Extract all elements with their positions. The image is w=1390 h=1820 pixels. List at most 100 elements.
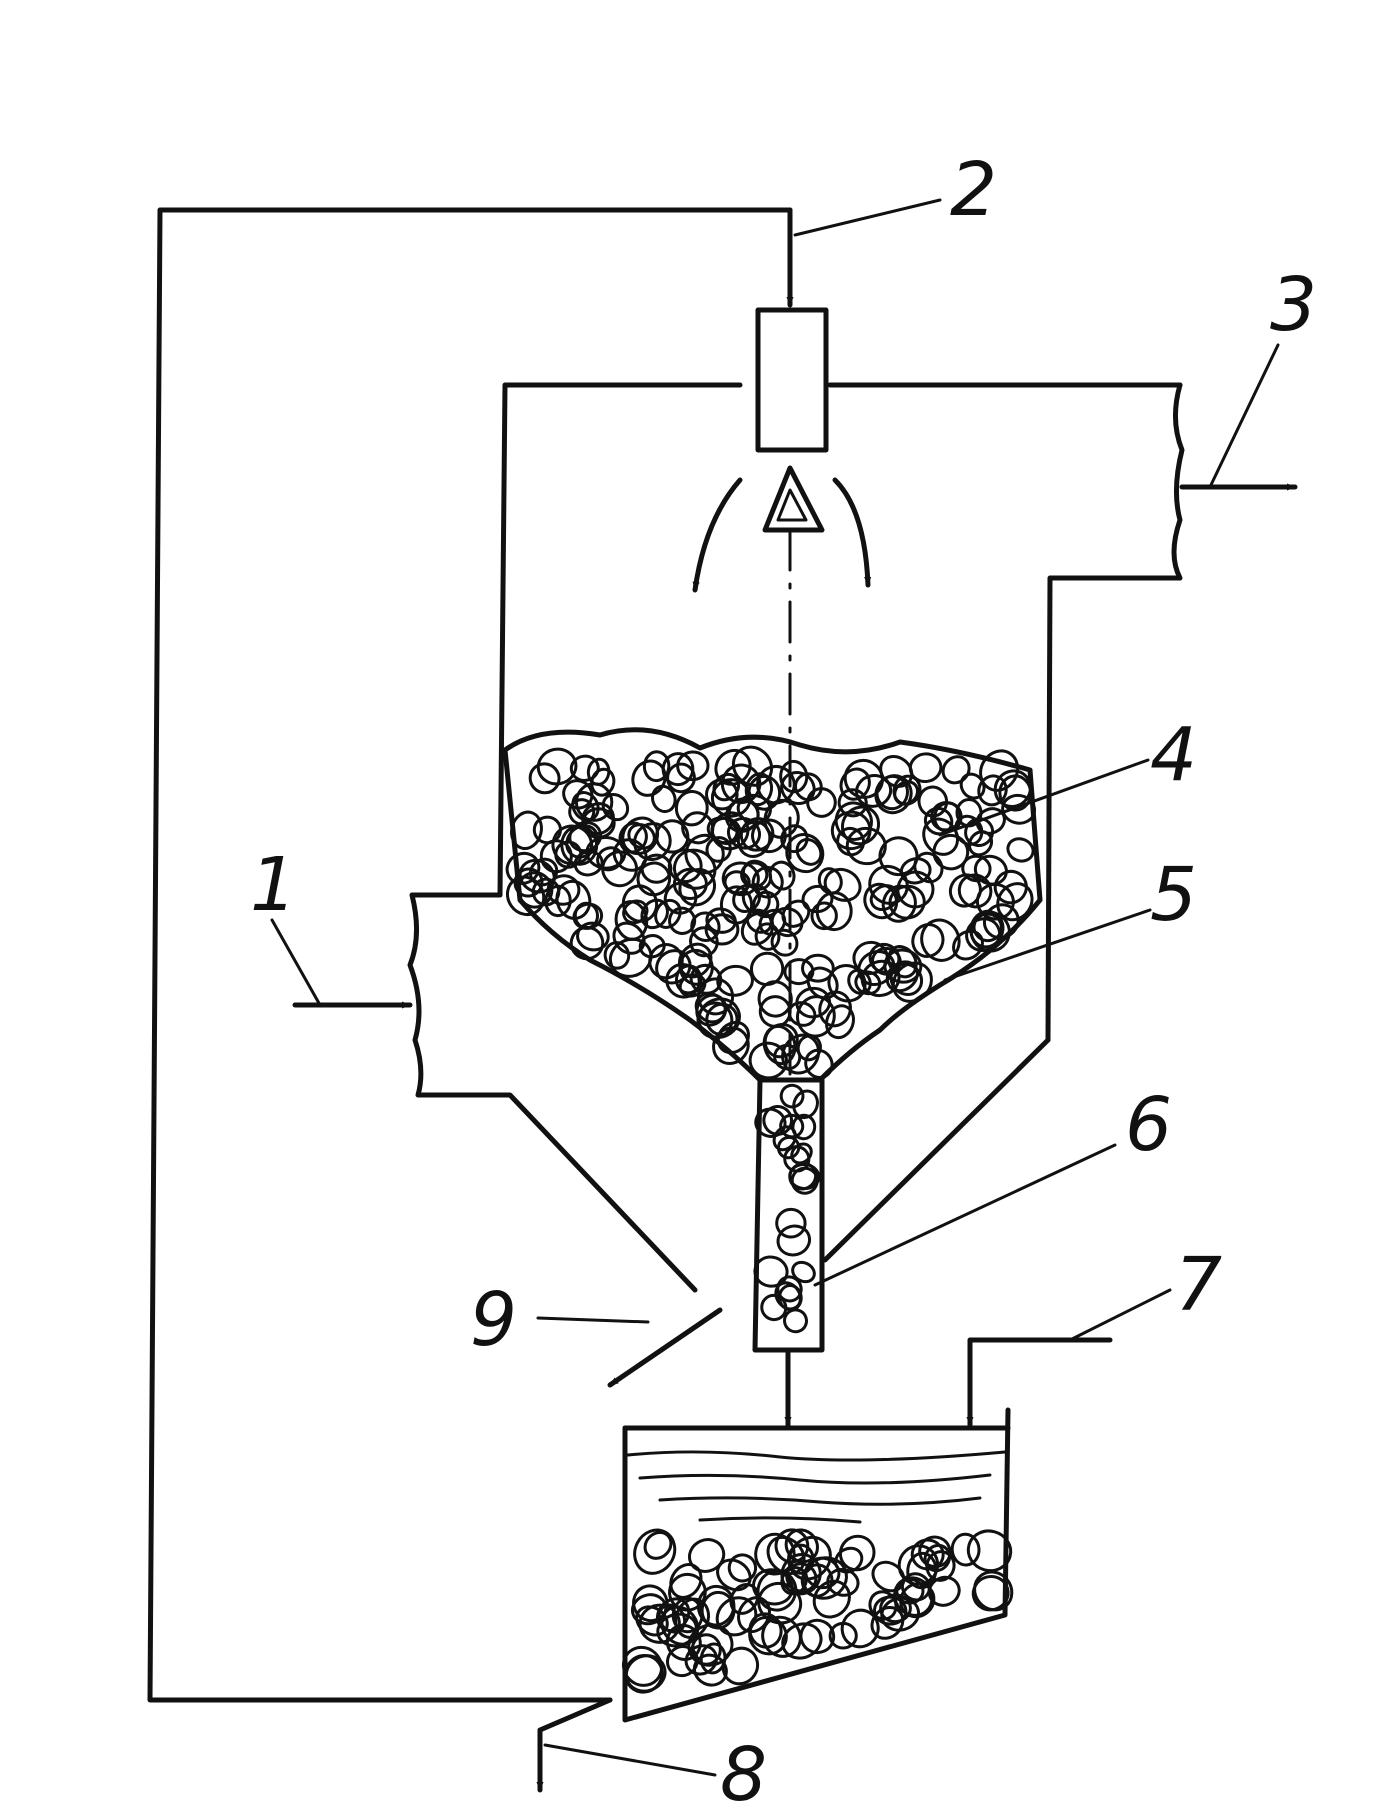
particle <box>961 854 992 883</box>
spray-flow-left <box>692 477 743 593</box>
particle <box>633 822 672 862</box>
inlet-duct <box>407 892 698 1293</box>
particle <box>910 1538 945 1571</box>
particle <box>948 873 982 908</box>
particle <box>1001 793 1037 825</box>
particle <box>672 867 708 901</box>
particle <box>581 802 615 836</box>
particle <box>868 864 909 905</box>
particle <box>959 772 986 800</box>
particle <box>689 963 723 995</box>
particle <box>712 1026 750 1065</box>
particle <box>780 1553 822 1596</box>
particle <box>660 1605 700 1646</box>
particle <box>697 997 741 1039</box>
particle <box>621 1645 664 1687</box>
particle <box>964 817 995 847</box>
particle <box>922 817 960 856</box>
liquid-wave-2 <box>658 1496 982 1506</box>
particle <box>969 909 1005 949</box>
particle <box>654 898 682 929</box>
particle <box>810 901 838 931</box>
particle <box>655 819 690 854</box>
particle <box>775 1207 807 1239</box>
particle <box>780 771 816 805</box>
particle <box>684 1644 718 1676</box>
particle <box>562 779 594 810</box>
bath-vessel <box>622 1407 1011 1723</box>
particle <box>779 1113 805 1139</box>
spray-cone-inner <box>776 488 808 522</box>
particle <box>621 884 659 923</box>
particle <box>741 859 773 891</box>
particle <box>774 1281 802 1311</box>
particle <box>655 1597 691 1632</box>
particle <box>941 755 971 785</box>
particle <box>1006 837 1035 863</box>
particle <box>973 854 1008 886</box>
leader-3 <box>1208 343 1280 489</box>
particle <box>757 1581 803 1625</box>
particle <box>823 867 862 902</box>
granule-bed-particles <box>505 745 1037 1080</box>
particle <box>891 961 933 1003</box>
particle <box>788 1161 818 1191</box>
particle <box>840 1608 880 1649</box>
outlet-8-line <box>536 1697 613 1793</box>
chamber-cone-right <box>822 1037 1051 1263</box>
particle <box>674 790 709 827</box>
particle <box>950 1532 981 1567</box>
particle <box>763 798 800 839</box>
liquid-wave-1 <box>638 1473 992 1485</box>
particle <box>762 1105 794 1136</box>
particle <box>815 891 853 932</box>
liquid-wave-3 <box>698 1516 862 1524</box>
particle <box>785 833 825 874</box>
particle <box>791 1113 817 1141</box>
particle <box>699 1642 727 1675</box>
particle <box>973 1570 1014 1612</box>
particle <box>852 940 889 975</box>
leader-7 <box>1068 1288 1172 1342</box>
particle <box>911 923 945 958</box>
outlet-9-arrow <box>607 1307 723 1388</box>
particle <box>982 903 1020 940</box>
particle <box>879 754 914 788</box>
particle <box>766 1535 806 1576</box>
particle <box>710 816 742 846</box>
particle <box>998 774 1033 812</box>
spray-flow-right <box>832 477 872 588</box>
particle <box>857 949 896 987</box>
particle <box>672 848 717 890</box>
particle <box>913 851 944 884</box>
particle <box>651 784 677 814</box>
bath-particles <box>621 1528 1014 1694</box>
particle <box>624 1654 667 1693</box>
particle <box>758 995 792 1028</box>
particle <box>834 801 873 841</box>
particle <box>714 748 752 786</box>
label-4: 4 <box>1150 712 1197 798</box>
particle <box>868 1590 898 1621</box>
particle <box>727 1553 758 1583</box>
particle <box>957 873 993 909</box>
particle <box>505 875 546 917</box>
particle <box>795 837 823 866</box>
label-5: 5 <box>1150 852 1197 938</box>
particle <box>572 902 604 930</box>
particle <box>633 1528 677 1575</box>
leader-8 <box>543 1743 717 1777</box>
particle <box>510 810 543 851</box>
particle <box>770 906 804 938</box>
spray-cone-icon <box>762 465 825 533</box>
particle <box>760 1293 788 1322</box>
particle <box>753 1255 789 1288</box>
particle <box>779 1083 805 1109</box>
particle <box>612 838 648 872</box>
particle <box>830 810 872 851</box>
liquid-surface <box>626 1450 1007 1462</box>
particle <box>793 772 823 802</box>
particle <box>791 1260 816 1284</box>
particle <box>748 1041 788 1080</box>
label-7: 7 <box>1175 1242 1222 1328</box>
